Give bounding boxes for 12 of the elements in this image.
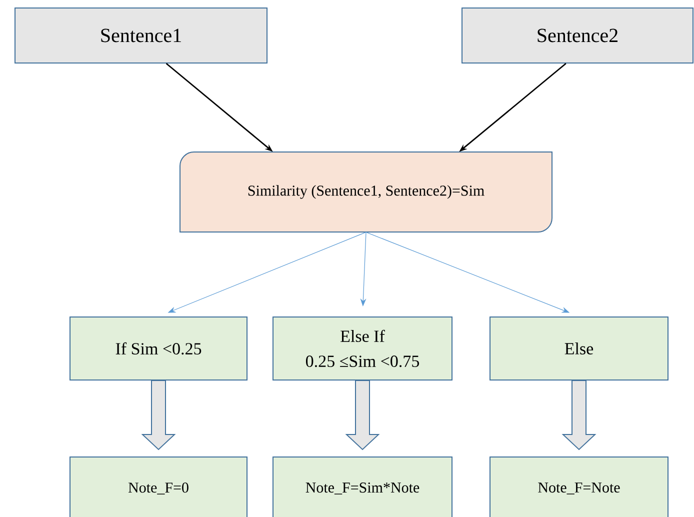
block-arrow [345, 380, 380, 450]
result-box: Note_F=0 [70, 456, 248, 517]
input-box: Sentence1 [14, 8, 268, 64]
condition-box: Else [490, 316, 668, 380]
block-arrow [562, 380, 596, 450]
result-box: Note_F=Sim*Note [272, 456, 452, 517]
input-box: Sentence2 [462, 8, 694, 64]
condition-box: Else If 0.25 ≤Sim <0.75 [272, 316, 452, 380]
result-box: Note_F=Note [490, 456, 668, 517]
condition-box: If Sim <0.25 [70, 316, 248, 380]
process-box: Similarity (Sentence1, Sentence2)=Sim [180, 152, 552, 232]
block-arrow [141, 380, 176, 450]
